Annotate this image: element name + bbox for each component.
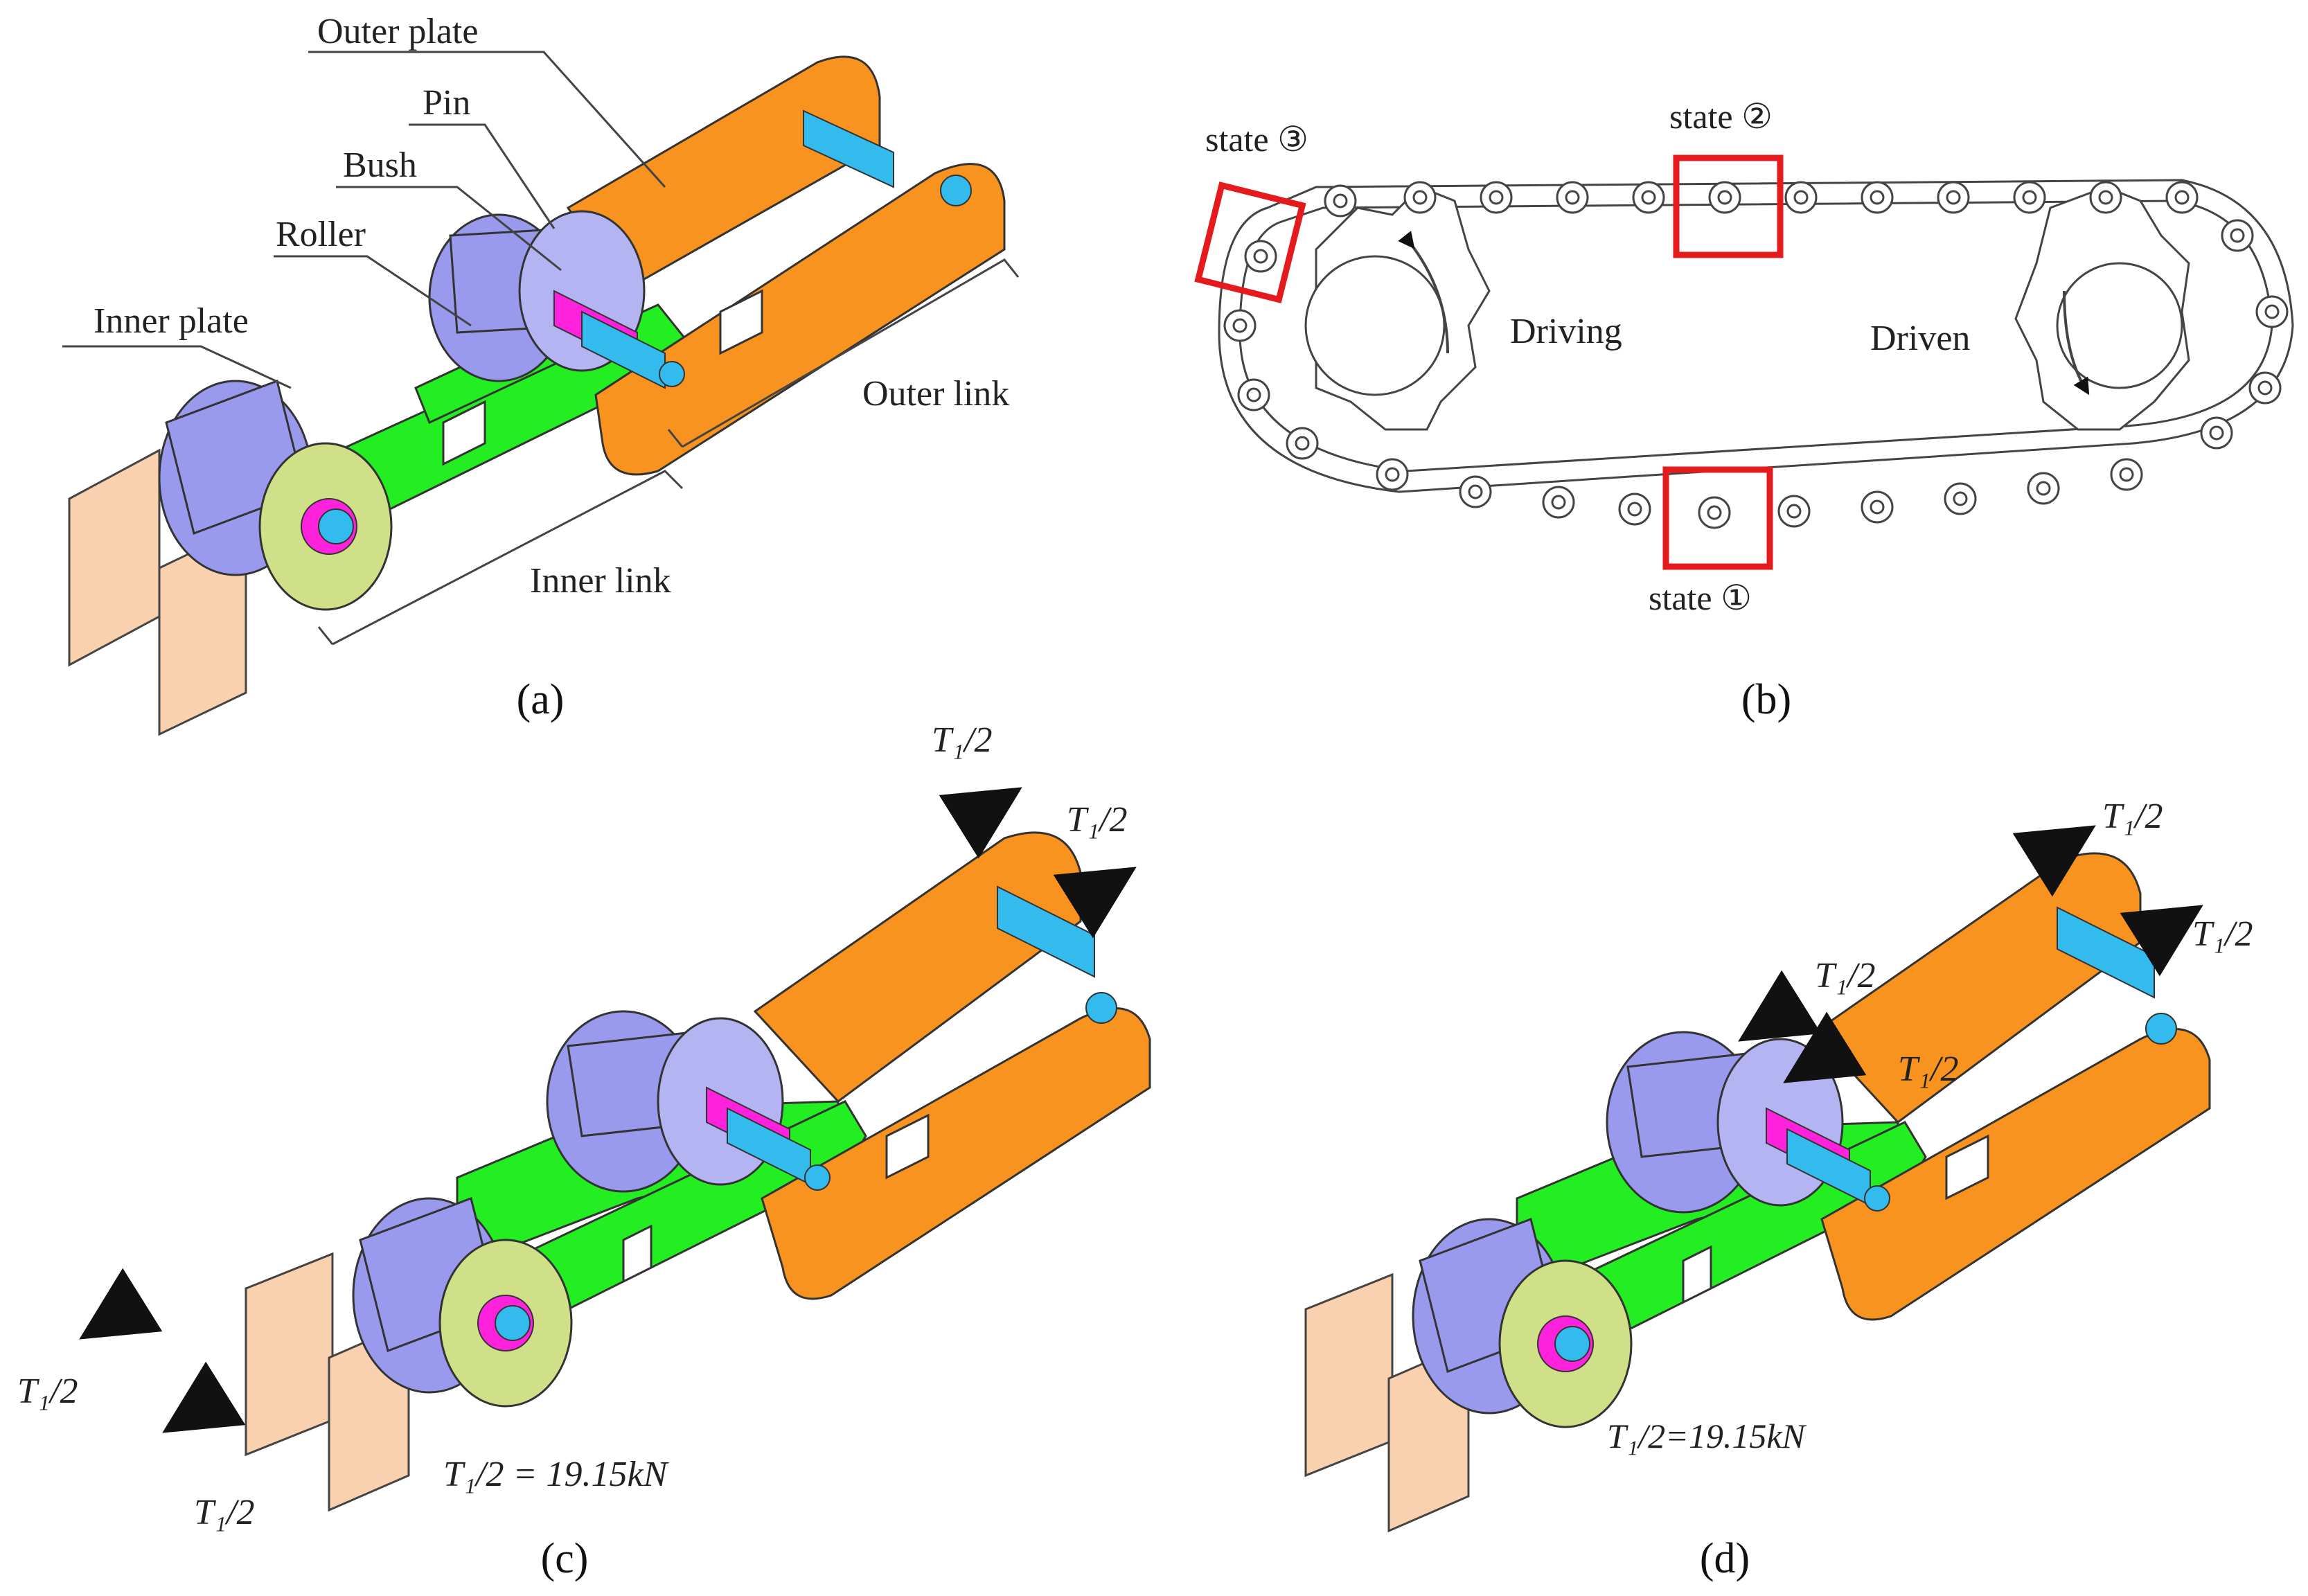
label-outer-link: Outer link	[862, 374, 1009, 414]
label-outer-plate: Outer plate	[317, 12, 478, 51]
force-arrow	[2012, 825, 2096, 897]
driving-sprocket	[1304, 186, 1491, 431]
state2-box	[1673, 154, 1784, 258]
leader-lines	[62, 51, 1020, 646]
force-label: T₁/2	[1898, 1049, 1958, 1089]
label-roller: Roller	[276, 215, 366, 254]
label-inner-plate: Inner plate	[94, 301, 249, 341]
caption-d: (d)	[1700, 1535, 1750, 1582]
force-arrow	[1053, 867, 1137, 939]
force-arrow	[1783, 1011, 1867, 1083]
driven-sprocket	[2014, 186, 2190, 431]
top-rollers	[1324, 181, 2199, 218]
force-arrow	[79, 1268, 163, 1340]
chain-link-illustration	[68, 55, 1006, 736]
label-bush: Bush	[343, 145, 417, 185]
label-pin: Pin	[423, 83, 470, 123]
label-state2: state ②	[1669, 97, 1773, 136]
force-arrow	[1738, 970, 1822, 1042]
label-driving: Driving	[1510, 312, 1622, 351]
chain-drive-diagram	[1218, 179, 2294, 529]
force-arrows-c	[79, 787, 1137, 1433]
panel-c: T₁/2 T₁/2 T₁/2 T₁/2 T₁/2 = 19.15kN (c)	[17, 720, 1151, 1582]
force-label: T₁/2	[932, 720, 992, 760]
equation-d: T₁/2=19.15kN	[1607, 1417, 1807, 1455]
panel-b: state ③ state ② state ① Driving Driven (…	[1194, 97, 2294, 723]
state-highlights	[1194, 154, 1784, 570]
force-label: T₁/2	[1815, 956, 1875, 995]
label-inner-link: Inner link	[530, 561, 671, 601]
equation-c: T₁/2 = 19.15kN	[443, 1455, 670, 1494]
panel-a: Outer plate Pin Bush Roller Inner plate …	[62, 12, 1020, 736]
label-state3: state ③	[1205, 120, 1308, 159]
side-rollers	[1223, 219, 2289, 460]
caption-c: (c)	[541, 1535, 589, 1582]
state3-box	[1194, 181, 1306, 303]
force-label: T₁/2	[2192, 914, 2253, 954]
force-arrow	[162, 1361, 246, 1433]
caption-b: (b)	[1741, 676, 1791, 723]
force-label: T₁/2	[2102, 797, 2163, 836]
force-arrow	[2120, 905, 2203, 977]
force-label: T₁/2	[194, 1493, 254, 1532]
panel-d: T₁/2 T₁/2 T₁/2 T₁/2 T₁/2=19.15kN (d)	[1304, 797, 2253, 1582]
force-arrow	[939, 787, 1022, 859]
force-label: T₁/2	[17, 1372, 78, 1411]
chain-link-illustration-c	[245, 831, 1151, 1511]
caption-a: (a)	[517, 676, 565, 723]
force-arrows-d	[1738, 825, 2203, 1083]
bottom-rollers	[1376, 458, 2143, 529]
force-label: T₁/2	[1067, 800, 1127, 840]
label-state1: state ①	[1649, 578, 1752, 617]
state1-box	[1662, 466, 1773, 570]
label-driven: Driven	[1870, 319, 1970, 358]
